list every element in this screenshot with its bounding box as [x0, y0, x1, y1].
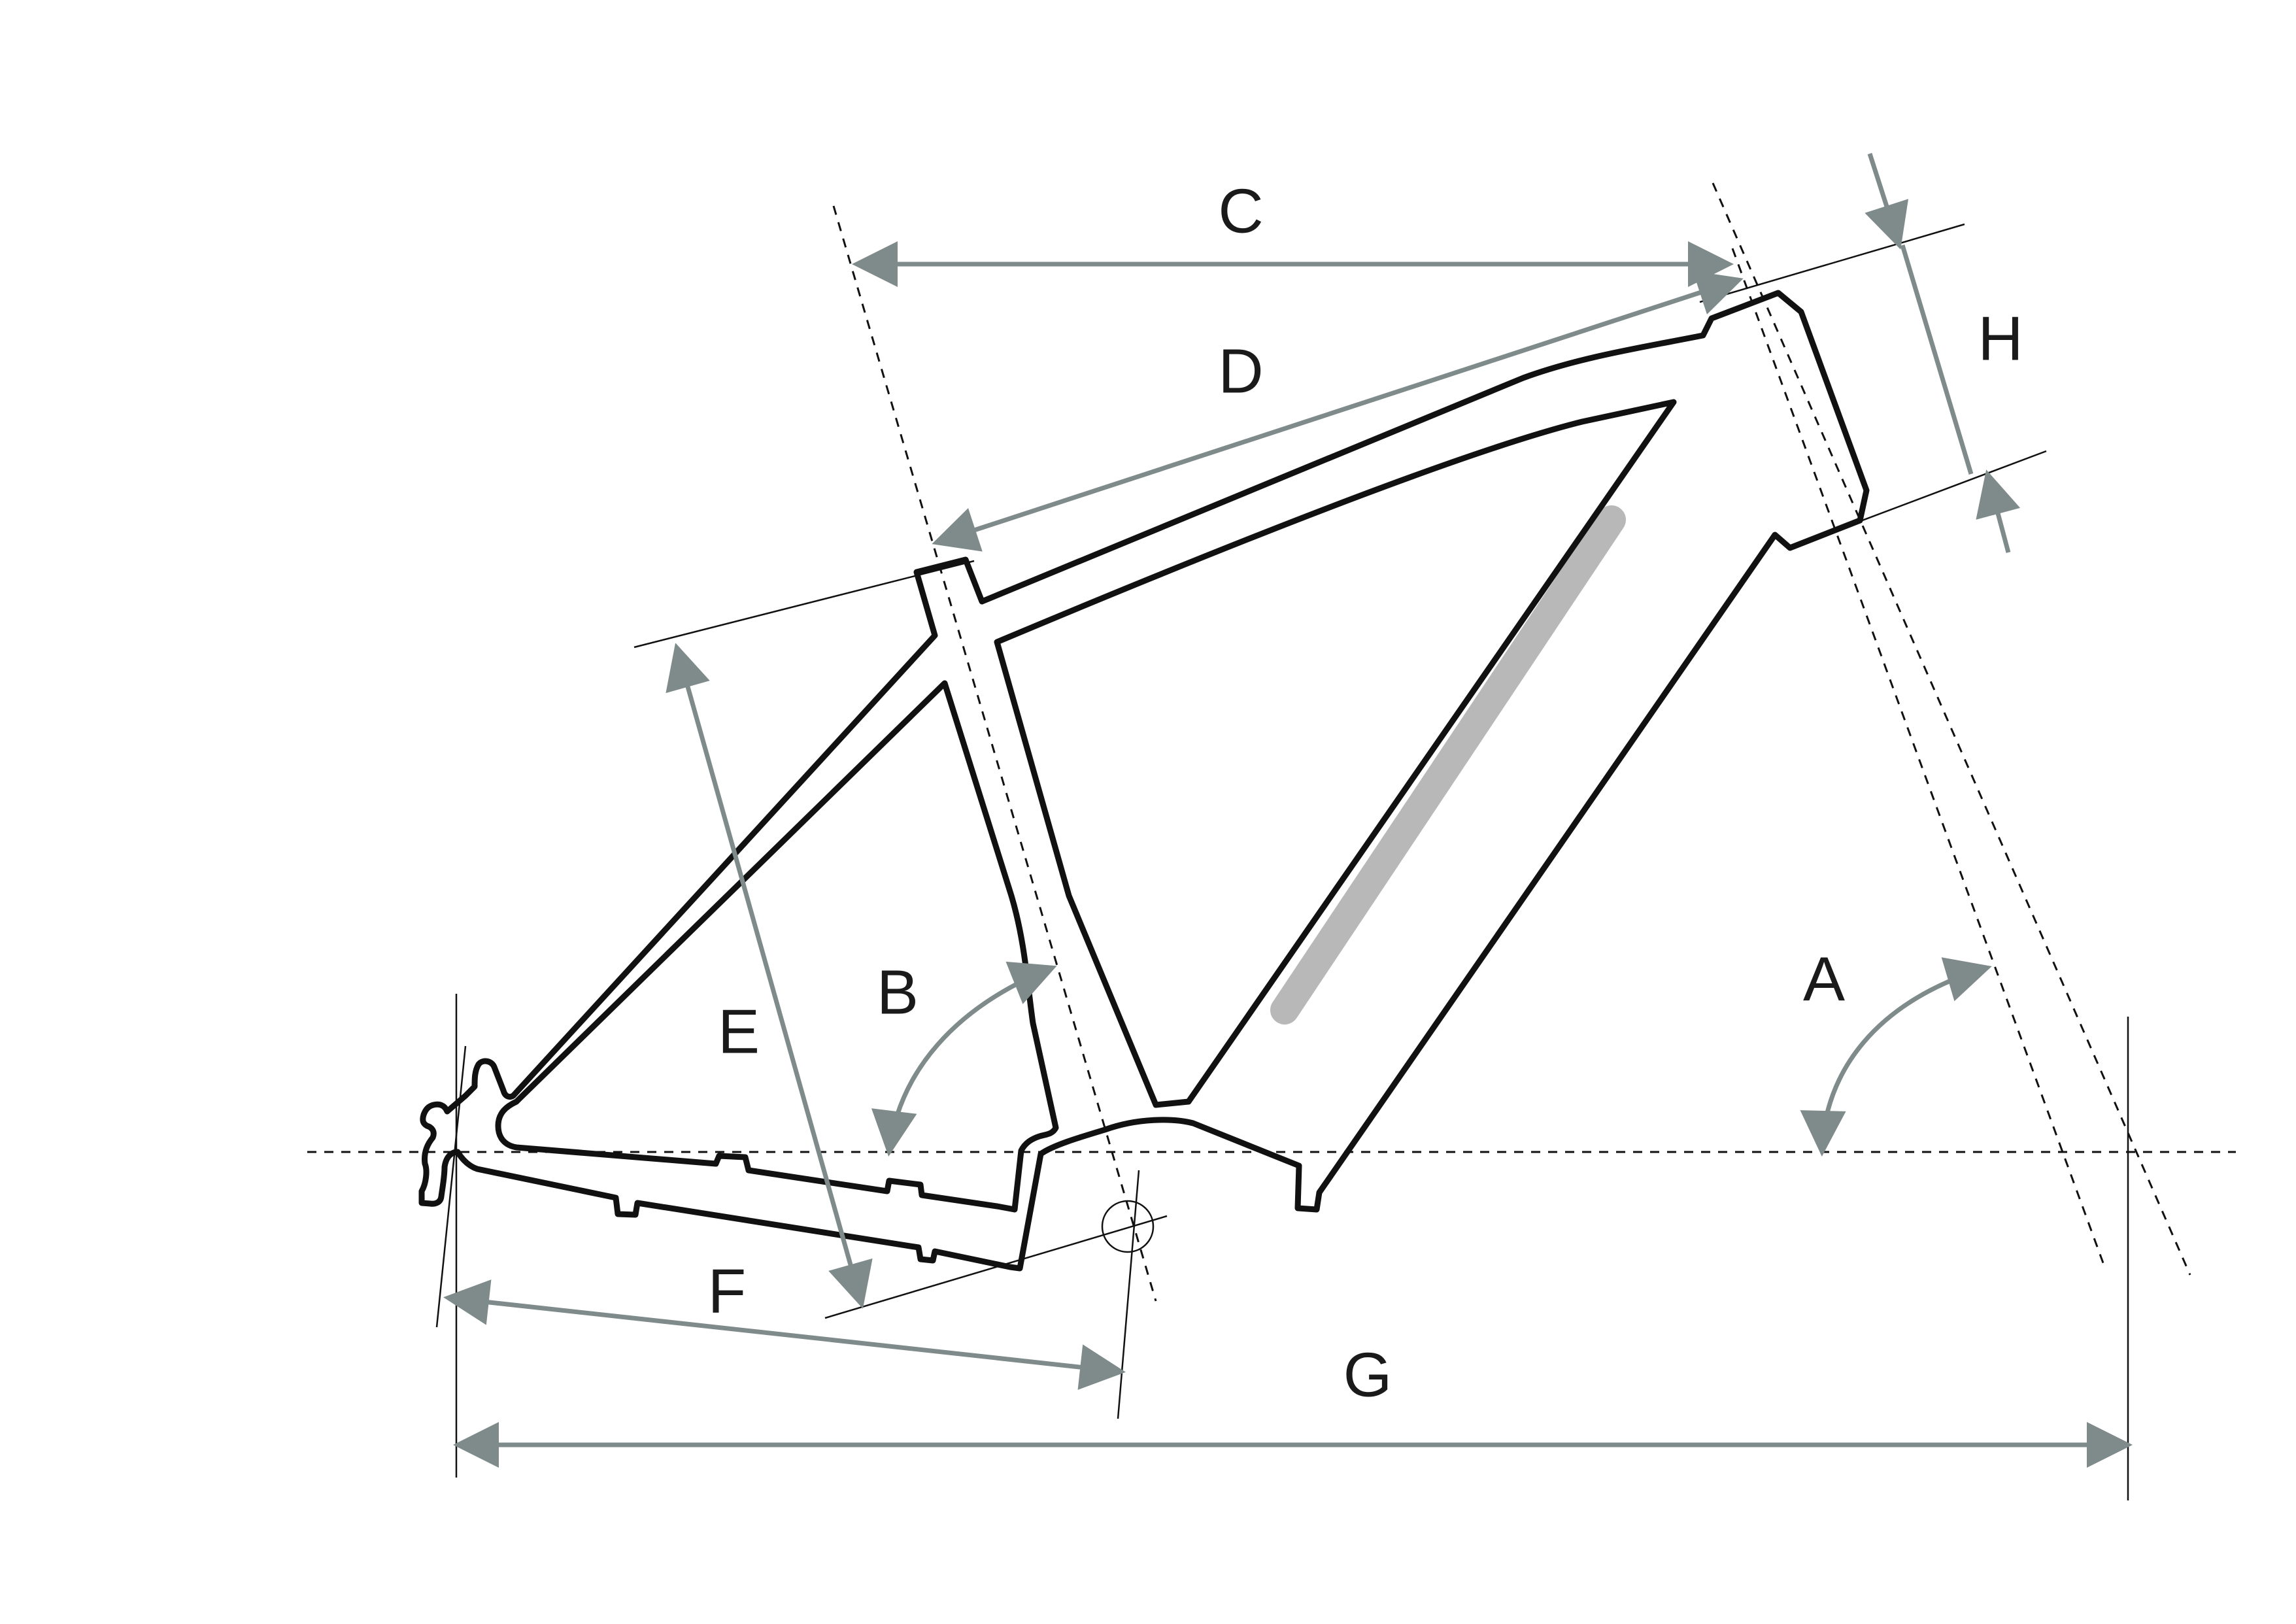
- label-f: F: [708, 1256, 747, 1326]
- head-tube-axis: [1712, 182, 2191, 1276]
- angle-b-arc: [871, 961, 1057, 1157]
- main-triangle-inner: [994, 399, 1677, 1108]
- head-top-reference: [1699, 223, 1965, 303]
- label-d: D: [1218, 336, 1263, 406]
- dimension-h-lower-arrow: [1976, 469, 2021, 553]
- label-c: C: [1218, 176, 1263, 246]
- frame-outline: [418, 290, 1870, 1272]
- dimension-d-arrow: [932, 271, 1744, 552]
- angle-a-arc: [1800, 957, 1992, 1157]
- dimension-h-line: [1900, 244, 1974, 475]
- rear-triangle-inner: [495, 680, 1059, 1213]
- frame-outer-contour: [418, 290, 1870, 1272]
- bottom-bracket-circle: [1101, 1200, 1155, 1253]
- label-h: H: [1978, 303, 2023, 373]
- fork-axis: [1731, 248, 2106, 1269]
- label-g: G: [1343, 1340, 1393, 1410]
- dimension-f-arrow: [443, 1279, 1126, 1390]
- label-b: B: [877, 957, 919, 1027]
- seat-tube-axis: [832, 205, 1157, 1302]
- rear-axle-slant: [435, 1045, 467, 1328]
- dimension-h-upper-arrow: [1865, 152, 1909, 250]
- battery-outline: [1270, 505, 1626, 1024]
- label-a: A: [1803, 944, 1845, 1014]
- dimension-e-arrow: [666, 643, 873, 1309]
- label-e: E: [718, 996, 760, 1066]
